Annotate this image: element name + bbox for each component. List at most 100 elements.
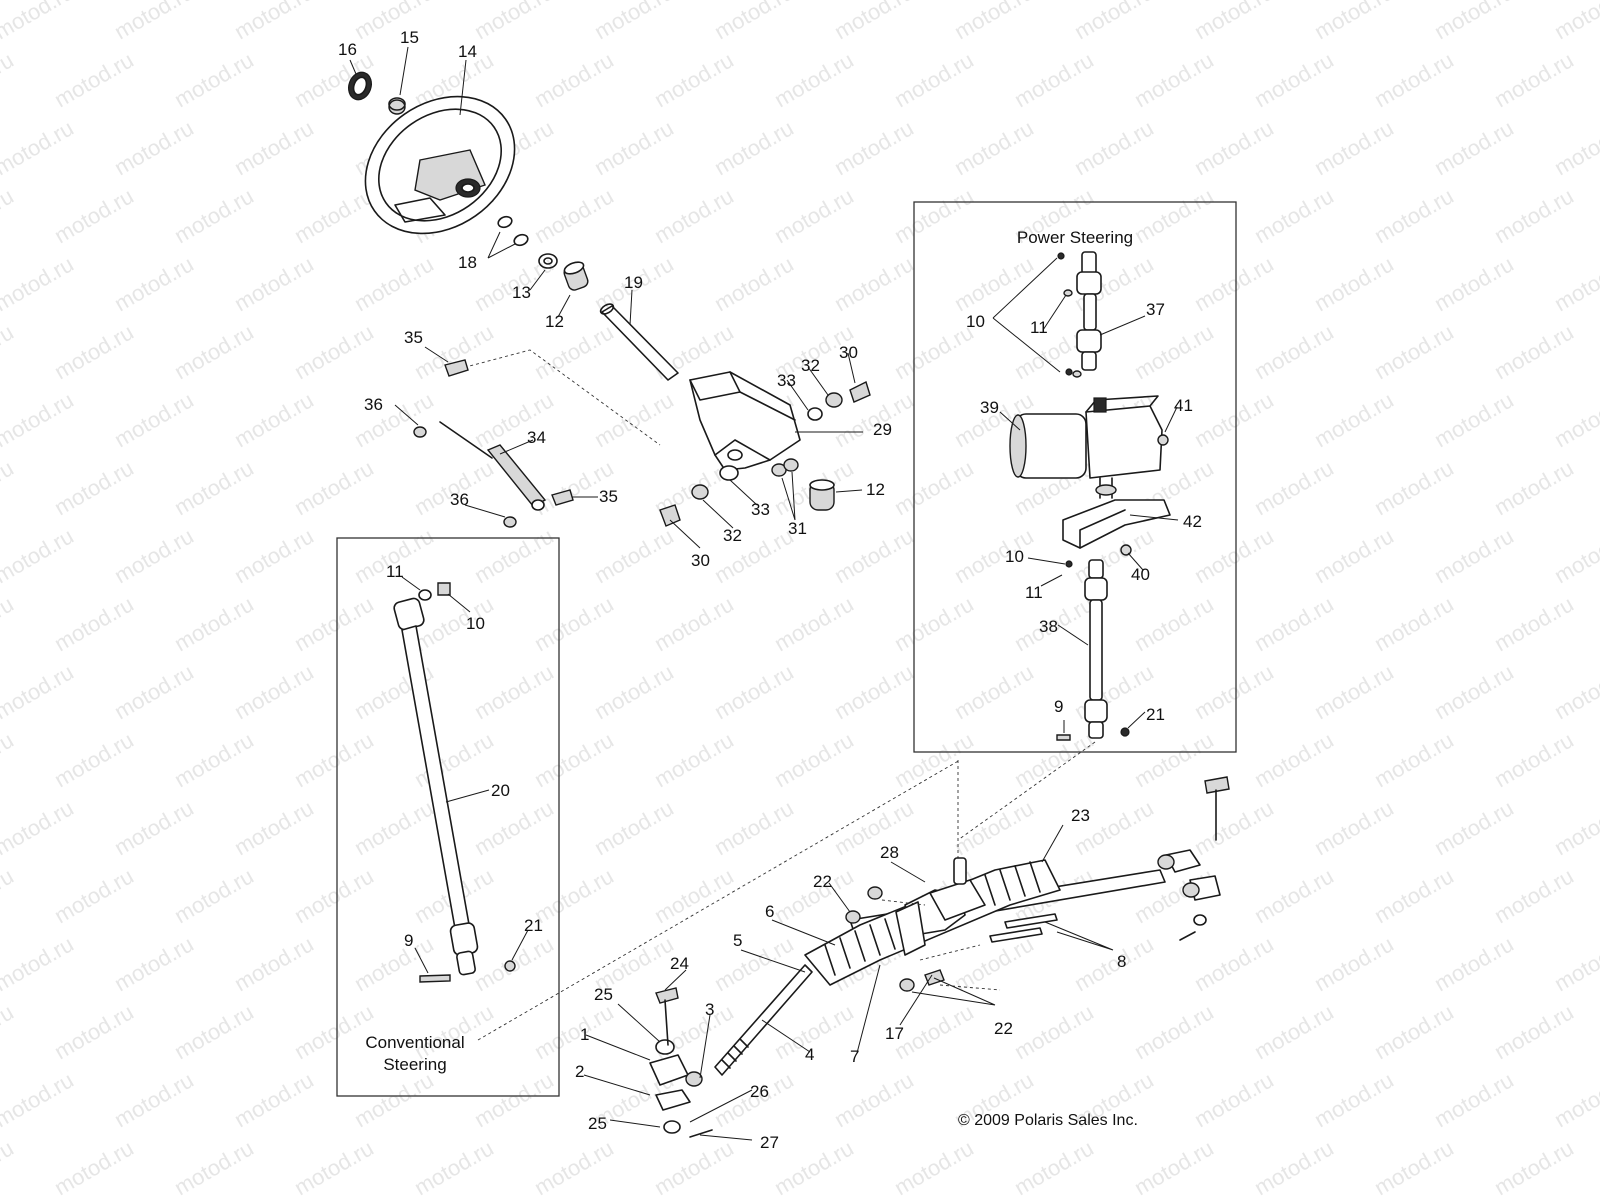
watermark-text: motod.ru xyxy=(230,931,318,996)
watermark-text: motod.ru xyxy=(1010,999,1098,1064)
callout-14: 14 xyxy=(458,42,477,61)
watermark-text: motod.ru xyxy=(530,591,618,656)
watermark-text: motod.ru xyxy=(1190,795,1278,860)
watermark-text: motod.ru xyxy=(530,727,618,792)
watermark-text: motod.ru xyxy=(890,1135,978,1200)
callout-30-upper: 30 xyxy=(839,343,858,362)
watermark-text: motod.ru xyxy=(1070,115,1158,180)
watermark-text: motod.ru xyxy=(1190,0,1278,44)
watermark-text: motod.ru xyxy=(0,0,78,44)
watermark-text: motod.ru xyxy=(590,0,678,44)
watermark-text: motod.ru xyxy=(1130,183,1218,248)
watermark-text: motod.ru xyxy=(0,183,18,248)
watermark-text: motod.ru xyxy=(170,183,258,248)
watermark-text: motod.ru xyxy=(830,0,918,44)
watermark-text: motod.ru xyxy=(1130,999,1218,1064)
watermark-text: motod.ru xyxy=(350,1067,438,1132)
steering-rack xyxy=(714,857,1166,1076)
callout-cs-11: 11 xyxy=(386,562,404,581)
watermark-text: motod.ru xyxy=(1250,183,1338,248)
callout-25-lower: 25 xyxy=(588,1114,607,1133)
callout-25-upper: 25 xyxy=(594,985,613,1004)
watermark-text: motod.ru xyxy=(1550,251,1600,316)
eps-motor-unit xyxy=(1009,395,1169,499)
callout-3: 3 xyxy=(705,1000,714,1019)
watermark-text: motod.ru xyxy=(710,251,798,316)
callout-19: 19 xyxy=(624,273,643,292)
callout-ps-10-lower: 10 xyxy=(1005,547,1024,566)
callout-28: 28 xyxy=(880,843,899,862)
wheel-nut xyxy=(388,97,406,115)
watermark-text: motod.ru xyxy=(170,863,258,928)
watermark-text: motod.ru xyxy=(230,795,318,860)
watermark-text: motod.ru xyxy=(1430,387,1518,452)
watermark-text: motod.ru xyxy=(1550,931,1600,996)
watermark-text: motod.ru xyxy=(830,1067,918,1132)
watermark-text: motod.ru xyxy=(350,0,438,44)
watermark-text: motod.ru xyxy=(1070,659,1158,724)
watermark-text: motod.ru xyxy=(1310,523,1398,588)
watermark-text: motod.ru xyxy=(1430,659,1518,724)
callout-cs-21: 21 xyxy=(524,916,543,935)
watermark-text: motod.ru xyxy=(1550,0,1600,44)
watermark-text: motod.ru xyxy=(1490,863,1578,928)
watermark-text: motod.ru xyxy=(470,795,558,860)
watermark-text: motod.ru xyxy=(110,795,198,860)
clips xyxy=(497,215,529,247)
callout-ps-37: 37 xyxy=(1146,300,1165,319)
watermark-text: motod.ru xyxy=(1490,727,1578,792)
callout-cs-20: 20 xyxy=(491,781,510,800)
watermark-text: motod.ru xyxy=(590,115,678,180)
watermark-text: motod.ru xyxy=(590,523,678,588)
callout-22-lower: 22 xyxy=(994,1019,1013,1038)
watermark-text: motod.ru xyxy=(170,47,258,112)
watermark-text: motod.ru xyxy=(0,319,18,384)
watermark-text: motod.ru xyxy=(1430,1067,1518,1132)
watermark-text: motod.ru xyxy=(170,455,258,520)
watermark-text: motod.ru xyxy=(110,115,198,180)
watermark-text: motod.ru xyxy=(1370,863,1458,928)
watermark-text: motod.ru xyxy=(590,795,678,860)
watermark-text: motod.ru xyxy=(650,591,738,656)
watermark-text: motod.ru xyxy=(470,659,558,724)
callout-ps-11-upper: 11 xyxy=(1030,318,1048,337)
callout-ps-9: 9 xyxy=(1054,697,1063,716)
watermark-text: motod.ru xyxy=(1130,727,1218,792)
steering-shaft xyxy=(599,303,679,381)
watermark-text: motod.ru xyxy=(0,727,18,792)
callout-ps-10-upper: 10 xyxy=(966,312,985,331)
callout-4: 4 xyxy=(805,1045,814,1064)
watermark-text: motod.ru xyxy=(1310,931,1398,996)
watermark-text: motod.ru xyxy=(50,591,138,656)
steering-wheel xyxy=(364,95,516,235)
callout-33-upper: 33 xyxy=(777,371,796,390)
watermark-text: motod.ru xyxy=(1430,251,1518,316)
watermark-text: motod.ru xyxy=(770,591,858,656)
callout-5: 5 xyxy=(733,931,742,950)
callout-ps-11-lower: 11 xyxy=(1025,583,1043,602)
callout-6: 6 xyxy=(765,902,774,921)
watermark-text: motod.ru xyxy=(410,1135,498,1200)
horn-cap xyxy=(348,71,372,101)
watermark-text: motod.ru xyxy=(1070,931,1158,996)
watermark-text: motod.ru xyxy=(1190,251,1278,316)
watermark-text: motod.ru xyxy=(1310,0,1398,44)
callout-ps-21: 21 xyxy=(1146,705,1165,724)
watermark-text: motod.ru xyxy=(710,795,798,860)
watermark-text: motod.ru xyxy=(1190,523,1278,588)
watermark-text: motod.ru xyxy=(1250,863,1338,928)
eps-mounting-bracket xyxy=(1062,499,1171,556)
watermark-text: motod.ru xyxy=(530,47,618,112)
watermark-text: motod.ru xyxy=(1310,115,1398,180)
watermark-text: motod.ru xyxy=(170,1135,258,1200)
watermark-text: motod.ru xyxy=(650,183,738,248)
watermark-text: motod.ru xyxy=(710,0,798,44)
watermark-text: motod.ru xyxy=(1130,319,1218,384)
watermark-text: motod.ru xyxy=(650,727,738,792)
watermark-text: motod.ru xyxy=(770,47,858,112)
leader-lines xyxy=(349,46,1179,1141)
callout-7: 7 xyxy=(850,1047,859,1066)
watermark-text: motod.ru xyxy=(1370,319,1458,384)
callout-24: 24 xyxy=(670,954,689,973)
